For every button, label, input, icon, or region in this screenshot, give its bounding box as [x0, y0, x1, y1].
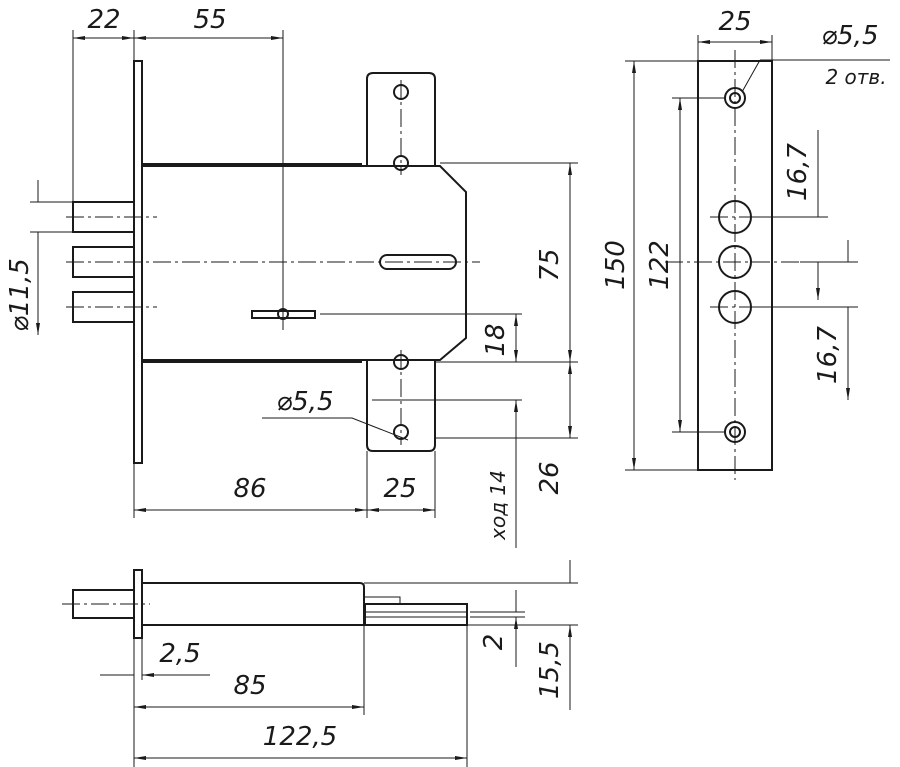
front-view: 22 55 ⌀11,5 75 18 ⌀5,5 86 25 ход 14 26	[5, 5, 578, 548]
dim-18: 18	[481, 323, 511, 356]
lock-body	[142, 163, 467, 363]
dim-dia-5-5: ⌀5,5	[276, 387, 333, 417]
holes-note: 2 отв.	[825, 65, 886, 89]
dim-22: 22	[87, 5, 120, 35]
top-view: 2,5 85 122,5 2 15,5	[62, 560, 578, 767]
dim-86: 86	[233, 474, 266, 504]
dim-150: 150	[601, 240, 631, 290]
dim-2: 2	[479, 634, 509, 651]
keyhole	[251, 310, 316, 319]
dim-85: 85	[233, 671, 266, 701]
dim-55: 55	[193, 5, 226, 35]
dim-122: 122	[645, 240, 675, 290]
dim-75: 75	[535, 248, 565, 281]
dim-strip-dia-5-5: ⌀5,5	[821, 21, 878, 51]
dim-15-5: 15,5	[535, 641, 565, 699]
dim-2-5: 2,5	[159, 639, 200, 669]
dim-16-7-top: 16,7	[783, 143, 813, 201]
dim-travel-14: ход 14	[486, 470, 510, 541]
dim-16-7-bottom: 16,7	[813, 326, 843, 384]
lock-body	[142, 582, 365, 626]
strip-view: 25 ⌀5,5 2 отв. 16,7 150 122 16,7	[601, 7, 890, 480]
dim-strip-25: 25	[718, 7, 751, 37]
top-bracket	[366, 72, 436, 167]
dim-25: 25	[383, 474, 416, 504]
dim-122-5: 122,5	[263, 722, 337, 752]
bolt-bars	[364, 603, 468, 626]
dim-dia-11-5: ⌀11,5	[5, 258, 35, 332]
bottom-bracket	[366, 360, 436, 452]
dim-26: 26	[535, 461, 565, 494]
